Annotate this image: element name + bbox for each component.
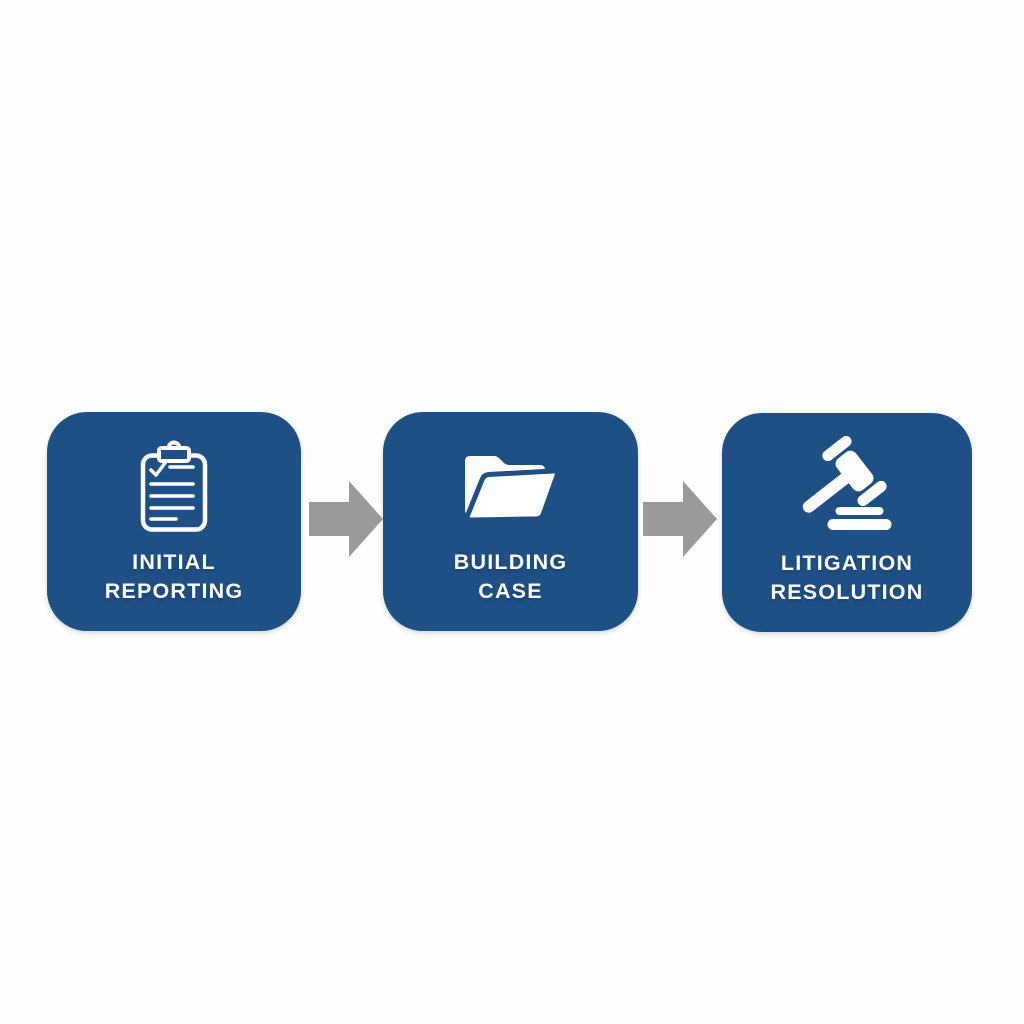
gavel-icon <box>802 435 892 530</box>
step-box-building-case: BUILDING CASE <box>383 412 638 631</box>
step-label-line2: REPORTING <box>104 578 244 603</box>
step-box-initial-reporting: INITIAL REPORTING <box>47 412 301 631</box>
clipboard-checklist-icon <box>140 440 208 532</box>
step-label-line1: INITIAL <box>132 550 216 574</box>
open-folder-icon <box>464 456 560 523</box>
step-label: INITIAL REPORTING <box>47 548 301 605</box>
step-label-line2: CASE <box>478 578 543 603</box>
step-label: BUILDING CASE <box>383 548 638 605</box>
right-block-arrow-icon <box>309 481 383 557</box>
right-block-arrow-icon <box>643 481 717 557</box>
step-label-line1: BUILDING <box>453 550 568 574</box>
step-label-line1: LITIGATION <box>780 551 914 575</box>
step-box-litigation-resolution: LITIGATION RESOLUTION <box>722 413 972 632</box>
step-label-line2: RESOLUTION <box>770 579 924 604</box>
step-label: LITIGATION RESOLUTION <box>722 549 972 606</box>
